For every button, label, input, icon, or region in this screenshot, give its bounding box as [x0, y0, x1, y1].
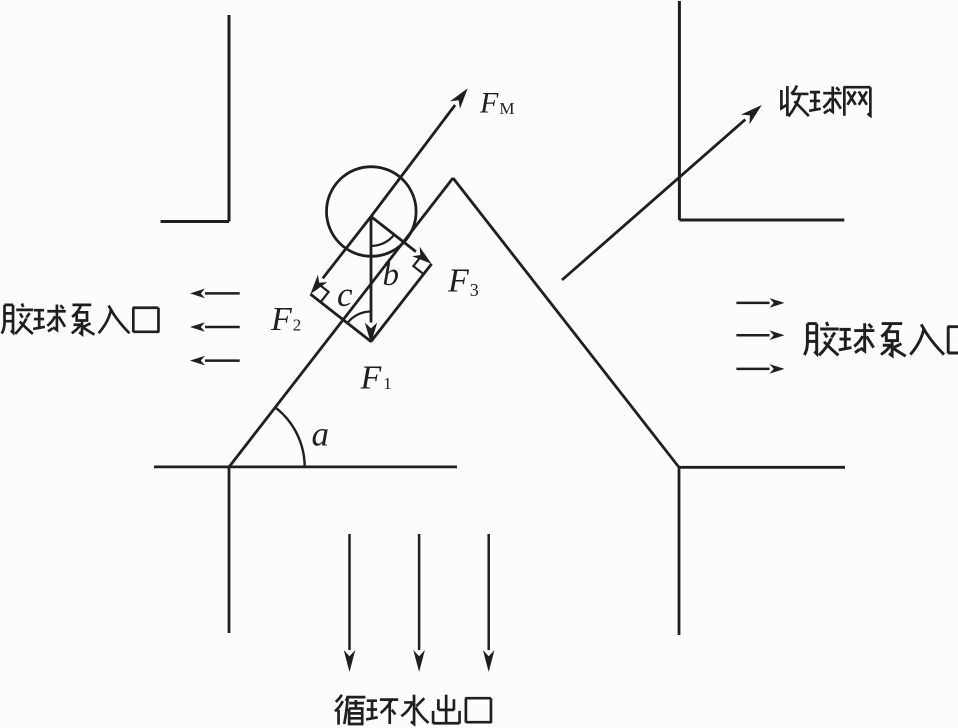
svg-text:a: a — [312, 414, 330, 453]
svg-text:F3: F3 — [447, 263, 479, 301]
svg-text:FM: FM — [479, 87, 514, 120]
svg-text:F1: F1 — [360, 360, 392, 397]
svg-text:c: c — [337, 275, 353, 314]
svg-text:b: b — [383, 257, 400, 293]
svg-text:F2: F2 — [270, 301, 301, 338]
